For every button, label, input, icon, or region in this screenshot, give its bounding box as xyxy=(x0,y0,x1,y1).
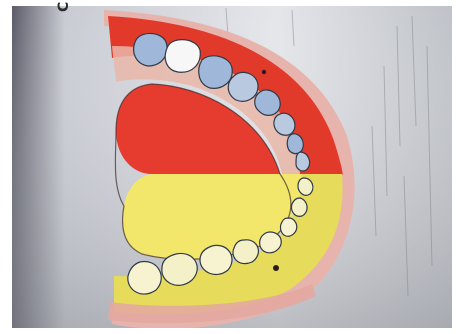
dental-arch-illustration xyxy=(12,6,452,328)
photo xyxy=(12,6,452,328)
page-corner-text: CI xyxy=(56,0,72,12)
gum-marker-upper xyxy=(262,70,266,74)
gum-marker-lower xyxy=(273,265,279,271)
